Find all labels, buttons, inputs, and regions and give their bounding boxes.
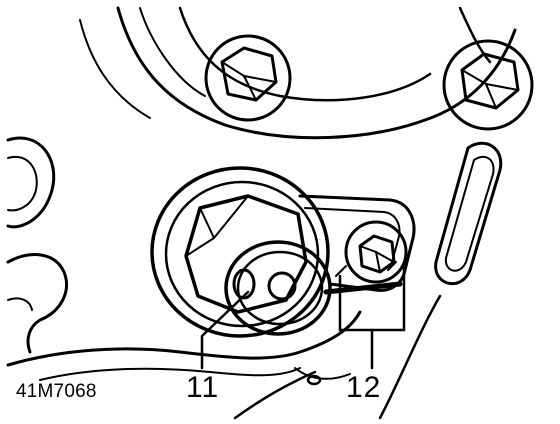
- figure-reference-code: 41M7068: [16, 381, 97, 402]
- callout-11-label: 11: [186, 371, 220, 404]
- leader-11: [200, 290, 250, 370]
- tensioner-bracket: [298, 194, 416, 292]
- lower-casing: [6, 294, 442, 420]
- tensioner-small-bolt: [344, 220, 408, 284]
- callout-leaders: [200, 266, 406, 370]
- locating-pin: [232, 268, 256, 300]
- left-casing-features: [6, 19, 151, 354]
- upper-right-bolt: [442, 39, 534, 131]
- main-pulley: [150, 166, 332, 338]
- upper-left-bolt: [204, 34, 292, 122]
- callout-12-label: 12: [346, 371, 382, 404]
- right-slot: [434, 141, 503, 286]
- upper-casing: [116, 6, 517, 140]
- timing-mark: [323, 261, 403, 295]
